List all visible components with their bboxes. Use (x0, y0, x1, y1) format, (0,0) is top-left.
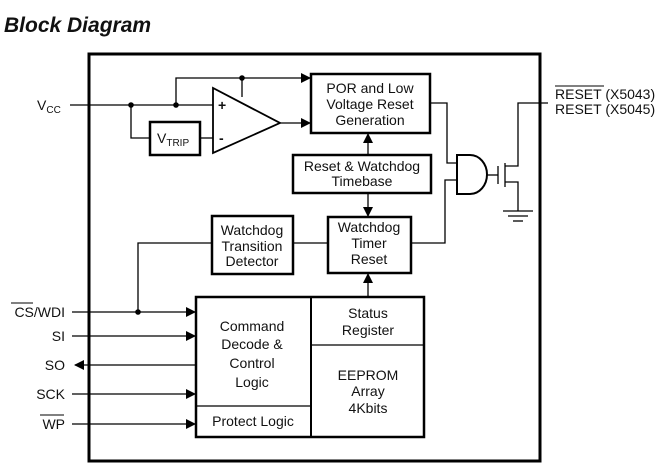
eeprom-label-1: EEPROM (338, 367, 399, 383)
opamp-plus-label: + (218, 97, 226, 113)
diagram-title: Block Diagram (4, 14, 152, 37)
timebase-label-2: Timebase (332, 173, 393, 189)
si-label: SI (52, 328, 65, 344)
vcc-label: VCC (37, 97, 61, 116)
transistor-source-wire (505, 181, 519, 211)
wp-label: WP (42, 416, 65, 432)
status-label-1: Status (348, 305, 388, 321)
wd-transition-label-3: Detector (226, 253, 279, 269)
por-to-gate-wire (430, 102, 457, 164)
command-label-3: Control (229, 355, 274, 371)
cs-to-detector-wire (137, 242, 212, 312)
command-label-1: Command (220, 318, 285, 334)
vtrip-label: VTRIP (157, 130, 189, 149)
reset-x5045-label: RESET (X5045) (555, 101, 655, 117)
wd-transition-label-1: Watchdog (221, 222, 284, 238)
sck-label: SCK (36, 386, 65, 402)
command-label-2: Decode & (221, 336, 283, 352)
junction-dot (239, 75, 245, 81)
timebase-block (291, 153, 433, 195)
command-label-4: Logic (235, 374, 268, 390)
and-gate (456, 154, 488, 195)
reset-x5043-label: RESET (X5043) (555, 86, 655, 102)
por-label-2: Voltage Reset (326, 96, 413, 112)
comparator-opamp (212, 86, 283, 155)
eeprom-label-2: Array (351, 383, 384, 399)
opamp-minus-label: - (219, 130, 224, 146)
cs-wdi-label: CS/WDI (14, 304, 65, 320)
chip-outline (87, 52, 542, 463)
timebase-label-1: Reset & Watchdog (304, 158, 420, 174)
vcc-to-por-wire (175, 73, 311, 105)
por-label-3: Generation (335, 112, 404, 128)
status-label-2: Register (342, 322, 394, 338)
vcc-to-vtrip-wire (130, 105, 150, 139)
wd-timer-label-1: Watchdog (338, 219, 401, 235)
wdtimer-to-gate-wire (411, 179, 457, 244)
junction-dot (128, 102, 134, 108)
wd-transition-block (210, 214, 295, 276)
so-label: SO (45, 357, 65, 373)
junction-dot (135, 309, 141, 315)
wd-timer-label-2: Timer (351, 235, 387, 251)
protect-logic-label: Protect Logic (212, 413, 294, 429)
wd-timer-label-3: Reset (351, 251, 388, 267)
vtrip-box (148, 120, 202, 157)
eeprom-label-3: 4Kbits (349, 400, 388, 416)
junction-dot (173, 102, 179, 108)
por-label-1: POR and Low (326, 80, 414, 96)
transistor-drain-wire (505, 102, 548, 167)
wd-transition-label-2: Transition (222, 238, 283, 254)
